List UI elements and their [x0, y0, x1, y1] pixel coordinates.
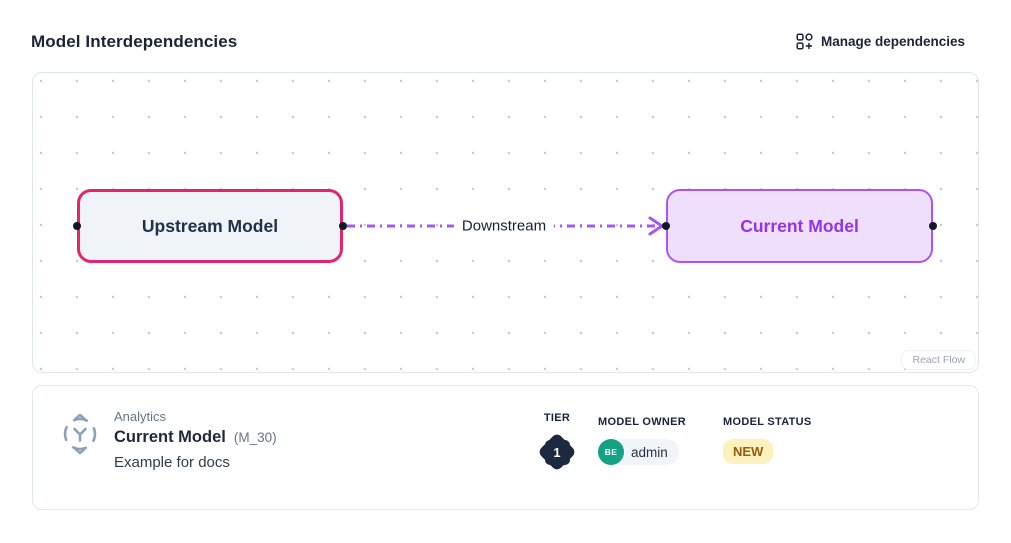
tier-value: 1: [553, 444, 561, 460]
model-name: Current Model: [114, 428, 226, 446]
model-details-card: Analytics Current Model (M_30) Example f…: [32, 385, 979, 510]
tier-section: TIER 1: [537, 412, 577, 472]
model-distribution-icon: [58, 412, 102, 456]
model-code: (M_30): [233, 430, 277, 445]
edge-label-downstream: Downstream: [453, 216, 555, 236]
model-category: Analytics: [114, 409, 167, 424]
model-owner-label: MODEL OWNER: [598, 416, 687, 428]
owner-name: admin: [631, 444, 668, 460]
node-current-model[interactable]: Current Model: [666, 189, 933, 263]
grid-squares-plus-icon: [796, 33, 813, 50]
current-left-handle[interactable]: [662, 222, 670, 230]
model-summary: Analytics Current Model (M_30) Example f…: [114, 409, 277, 471]
react-flow-attribution[interactable]: React Flow: [901, 350, 976, 370]
status-badge: NEW: [723, 439, 774, 464]
model-status-label: MODEL STATUS: [723, 416, 812, 428]
current-right-handle[interactable]: [929, 222, 937, 230]
node-current-label: Current Model: [740, 215, 859, 236]
page-title: Model Interdependencies: [31, 32, 238, 51]
node-upstream-label: Upstream Model: [141, 215, 279, 236]
node-upstream-model[interactable]: Upstream Model: [77, 189, 343, 263]
model-status-section: MODEL STATUS NEW: [723, 412, 812, 464]
upstream-right-handle[interactable]: [339, 222, 347, 230]
model-owner-section: MODEL OWNER BE admin: [598, 412, 686, 465]
flow-canvas[interactable]: Upstream Model Current Model Downstream …: [32, 72, 979, 373]
manage-dependencies-button[interactable]: Manage dependencies: [796, 33, 965, 50]
tier-label: TIER: [543, 412, 571, 424]
manage-dependencies-label: Manage dependencies: [820, 34, 965, 49]
model-description: Example for docs: [114, 454, 230, 471]
upstream-left-handle[interactable]: [73, 222, 81, 230]
owner-pill: BE admin: [598, 439, 679, 465]
tier-badge: 1: [537, 432, 577, 472]
owner-avatar: BE: [598, 439, 624, 465]
